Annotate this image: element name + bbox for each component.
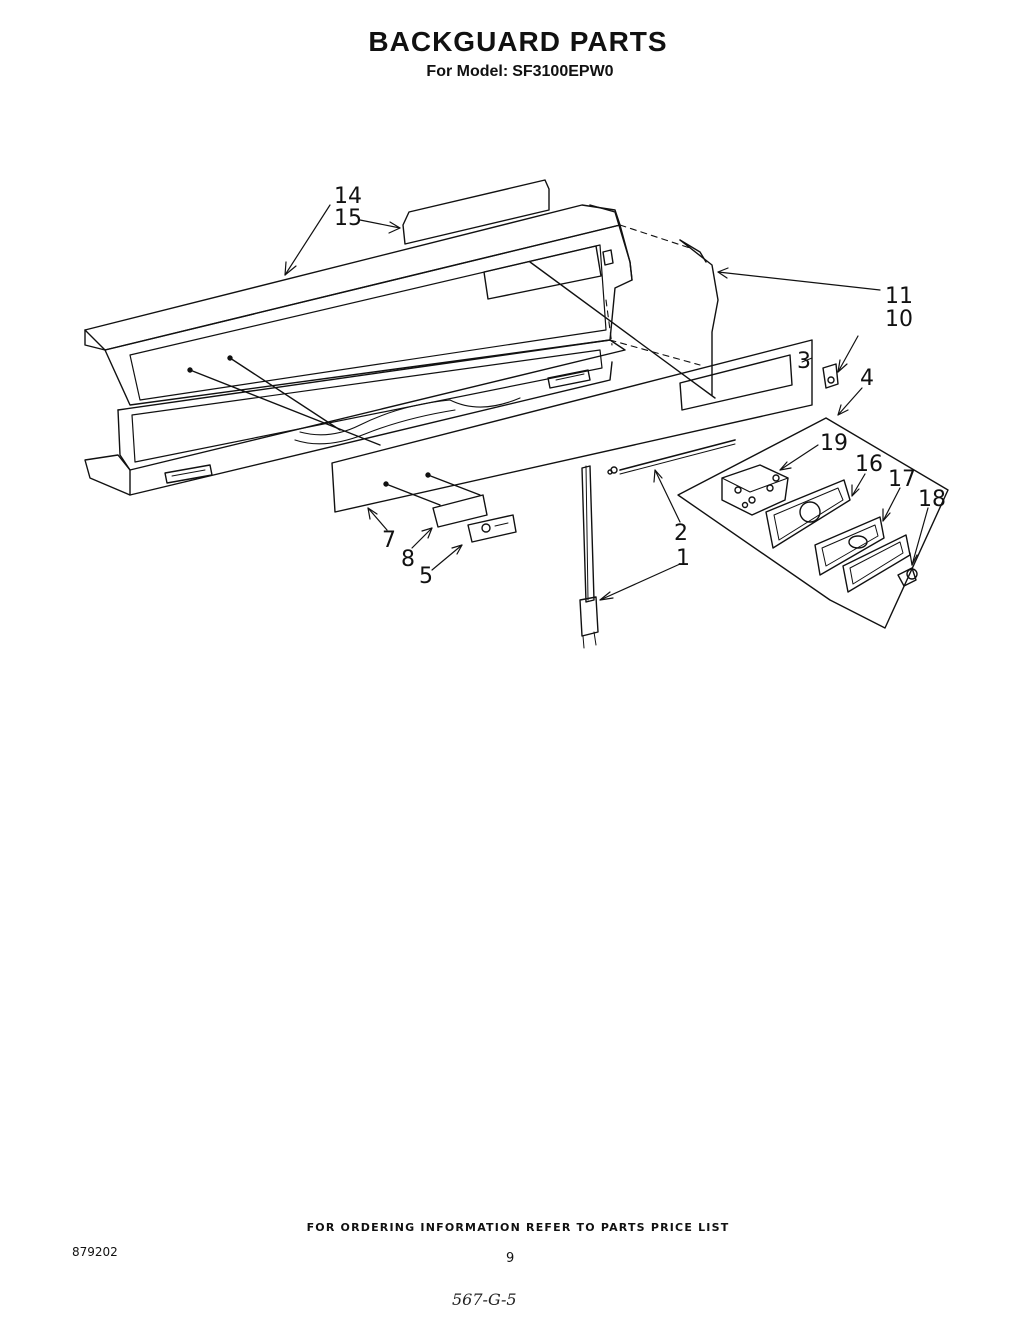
- callout-17: 17: [888, 467, 916, 492]
- model-number: SF3100EPW0: [512, 63, 614, 80]
- handwritten-code: 567-G-5: [452, 1290, 517, 1309]
- page-number: 9: [506, 1251, 515, 1266]
- control-panel: [187, 261, 813, 513]
- callout-16: 16: [855, 452, 883, 477]
- ordering-note: FOR ORDERING INFORMATION REFER TO PARTS …: [306, 1221, 730, 1234]
- wire-harness: [579, 465, 599, 649]
- callout-labels: 14 15 11 10 3 4 19 16 17 18 2 1 7 8 5: [334, 184, 946, 589]
- callout-3: 3: [797, 349, 811, 374]
- model-line: For Model:SF3100EPW0: [0, 63, 1036, 81]
- nameplate-and-switch: [432, 494, 517, 543]
- callout-2: 2: [674, 521, 688, 546]
- callout-4: 4: [860, 366, 874, 391]
- backguard-assembly: [84, 179, 719, 496]
- callout-8: 8: [401, 547, 415, 572]
- callout-5: 5: [419, 564, 433, 589]
- clock-subassembly: [677, 363, 949, 629]
- callout-19: 19: [820, 431, 848, 456]
- model-label: For Model:: [426, 63, 509, 80]
- callout-11: 11: [885, 284, 913, 309]
- page-title: BACKGUARD PARTS: [368, 26, 668, 57]
- callout-15: 15: [334, 206, 362, 231]
- callout-10: 10: [885, 307, 913, 332]
- leader-lines: [284, 204, 929, 601]
- document-number: 879202: [72, 1245, 118, 1259]
- callout-18: 18: [918, 487, 946, 512]
- callout-14: 14: [334, 184, 362, 209]
- callout-7: 7: [382, 528, 396, 553]
- callout-1: 1: [676, 546, 690, 571]
- sensor-probe: [607, 439, 736, 475]
